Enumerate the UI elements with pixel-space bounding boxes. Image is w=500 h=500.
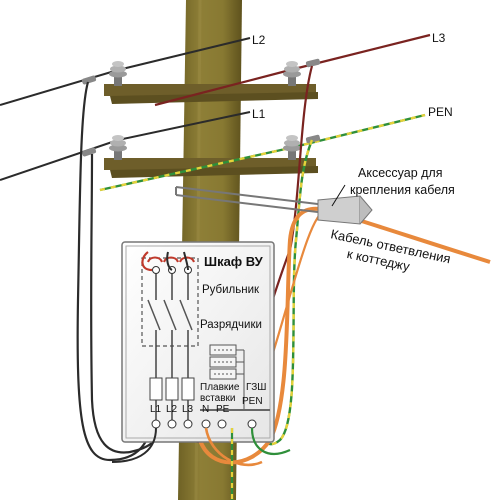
label-fuses-line2: вставки <box>200 393 236 404</box>
insulator-lower-right <box>283 135 301 160</box>
bottom-wire-green <box>250 427 291 455</box>
insulator-lower-left <box>109 135 127 160</box>
internal-wire-red <box>141 251 153 272</box>
clamp-l2 <box>81 75 97 85</box>
wire-pen-dash <box>99 113 426 192</box>
lower-crossarm <box>104 158 318 178</box>
label-terminal-pen: PEN <box>242 396 263 407</box>
fuses <box>149 350 195 420</box>
upper-crossarm <box>104 84 318 104</box>
label-l1: L1 <box>252 107 266 121</box>
label-fuses-line1: Плавкие <box>200 382 240 393</box>
label-l3: L3 <box>432 31 446 45</box>
drop-wire-l2 <box>76 81 154 462</box>
label-l2: L2 <box>252 33 266 47</box>
label-terminal-l3: L3 <box>182 404 194 415</box>
drop-wire-pen <box>260 139 314 446</box>
label-box-title: Шкаф ВУ <box>204 254 264 269</box>
label-pen: PEN <box>428 105 453 119</box>
internal-wire-dark1 <box>166 251 173 271</box>
label-accessory-line1: Аксессуар для <box>358 166 443 180</box>
label-terminal-pe: PE <box>216 404 230 415</box>
label-arresters: Разрядчики <box>200 319 262 331</box>
bottom-wire-orange <box>204 427 263 467</box>
label-gzsh: ГЗШ <box>246 382 266 393</box>
label-accessory-line2: крепления кабеля <box>350 183 455 197</box>
drop-wire-l1 <box>90 153 167 454</box>
clamp-pen <box>305 134 321 144</box>
accessory-pointer <box>331 184 346 207</box>
cable-accessory <box>175 186 373 225</box>
label-terminal-l2: L2 <box>166 404 178 415</box>
label-terminal-n: N <box>202 404 209 415</box>
arresters <box>209 344 245 410</box>
clamp-l3 <box>305 58 321 68</box>
label-switch: Рубильник <box>202 284 260 296</box>
insulator-upper-left <box>109 61 127 86</box>
label-terminal-l1: L1 <box>150 404 162 415</box>
clamp-l1 <box>81 147 97 157</box>
bottom-wire-black-loop <box>111 427 157 463</box>
internal-wire-dark2 <box>183 251 189 271</box>
cabinet-vu <box>121 241 275 443</box>
insulator-upper-right <box>283 61 301 86</box>
